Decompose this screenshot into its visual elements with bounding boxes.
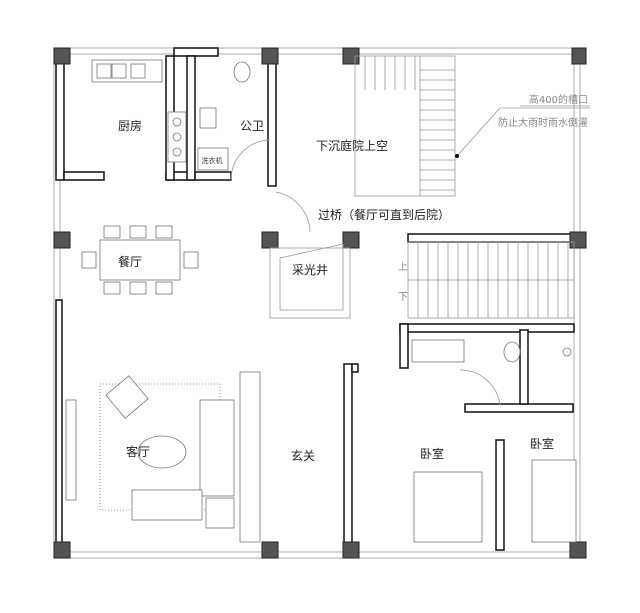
stair-down-label: 下 [398,292,408,303]
lower-staircase [407,241,575,319]
annotation-line-1: 高400的槽口 [529,93,588,106]
annotation-leader [455,105,590,158]
doors [230,139,501,406]
kitchen-label: 厨房 [118,118,142,133]
annotation-line-2: 防止大雨时雨水倒灌 [498,116,588,129]
living-furniture [65,371,261,543]
walls [55,47,575,555]
entrance-label: 玄关 [291,448,315,463]
public-bathroom-label: 公卫 [240,119,264,133]
sunken-courtyard-label: 下沉庭院上空 [316,138,388,153]
kitchen-fixtures [91,59,187,163]
dining-label: 餐厅 [118,254,142,269]
bridge-label: 过桥（餐厅可直到后院） [318,207,450,222]
light-well [269,243,351,319]
bedroom-1-label: 卧室 [420,446,444,461]
living-label: 客厅 [126,444,150,459]
stair-up-label: 上 [398,261,408,273]
upper-staircase [354,55,456,197]
bathroom-fixtures [197,61,572,363]
light-well-label: 采光井 [292,263,328,277]
dining-table [81,225,199,295]
beds [413,459,577,543]
columns [53,47,587,559]
washing-machine-label: 洗衣机 [202,156,223,165]
bedroom-2-label: 卧室 [530,436,554,451]
